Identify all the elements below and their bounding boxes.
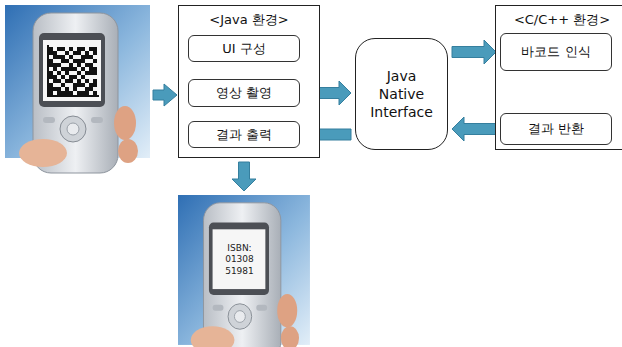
frame-title: <C/C++ 환경>	[496, 6, 622, 29]
barcode-pattern	[47, 45, 99, 97]
phone-photo	[5, 5, 150, 173]
process-box: 결과 출력	[188, 121, 300, 148]
interface-box: Java Native Interface	[355, 38, 448, 150]
node-label: 결과 반환	[528, 120, 584, 138]
flow-arrow	[452, 40, 496, 64]
phone-screen: ISBN: 01308 51981	[178, 195, 310, 345]
input-arrow	[153, 84, 177, 106]
process-box: 결과 반환	[500, 113, 612, 145]
node-label: 바코드 인식	[521, 43, 590, 61]
environment-frame: <Java 환경> UI 구성영상 촬영결과 출력	[178, 5, 320, 158]
process-box: 영상 촬영	[188, 79, 300, 107]
flow-arrow	[232, 162, 256, 191]
phone-photo	[178, 195, 310, 347]
node-label: UI 구성	[222, 40, 265, 58]
node-label: 영상 촬영	[216, 84, 272, 102]
flow-arrow	[452, 117, 496, 141]
process-box: 바코드 인식	[500, 33, 612, 71]
node-label: Java Native Interface	[368, 67, 435, 122]
environment-frame: <C/C++ 환경> 바코드 인식결과 반환	[495, 5, 622, 150]
process-box: UI 구성	[188, 35, 300, 62]
node-label: 결과 출력	[216, 126, 272, 144]
node-label: ISBN: 01308 51981	[213, 231, 266, 289]
frame-title: <Java 환경>	[179, 6, 319, 29]
